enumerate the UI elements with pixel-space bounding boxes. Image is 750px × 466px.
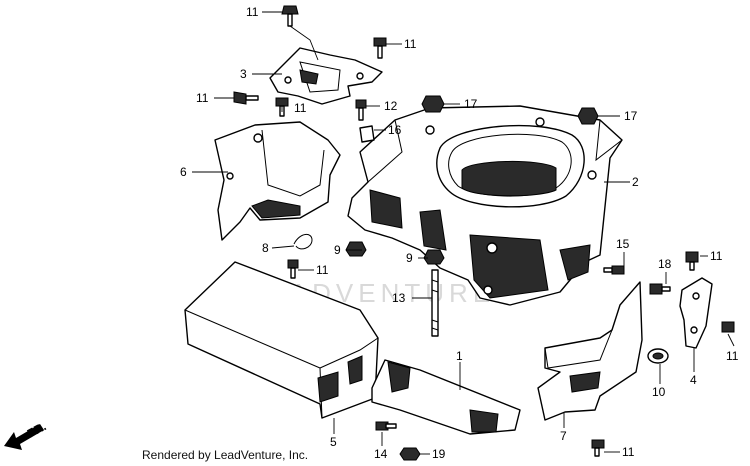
callout-17: 17 xyxy=(464,97,478,111)
nut-9-right xyxy=(423,249,445,265)
upper-bracket-part-3 xyxy=(269,47,383,105)
callout-11: 11 xyxy=(622,445,635,459)
front-direction-indicator: FR. xyxy=(4,419,48,450)
bolt-11-bottom-right xyxy=(591,439,605,457)
callout-19: 19 xyxy=(432,447,446,461)
callout-9: 9 xyxy=(406,251,413,265)
bolt-15 xyxy=(603,265,625,275)
bolt-11-right xyxy=(721,321,735,333)
callout-11: 11 xyxy=(196,91,209,105)
right-bracket-part-7 xyxy=(537,281,643,421)
callout-18: 18 xyxy=(658,257,672,271)
bolt-11-upper xyxy=(373,37,387,59)
nut-19 xyxy=(399,447,421,461)
callout-7: 7 xyxy=(560,429,567,443)
bolt-12 xyxy=(355,99,367,121)
nut-9-left xyxy=(345,241,367,257)
clip-8 xyxy=(293,234,313,250)
callout-4: 4 xyxy=(690,373,697,387)
bolt-11-lower-left xyxy=(287,259,299,279)
callout-11: 11 xyxy=(316,263,329,277)
bolt-11-top xyxy=(281,5,299,27)
callout-1: 1 xyxy=(456,349,463,363)
callout-8: 8 xyxy=(262,241,269,255)
callout-6: 6 xyxy=(180,165,187,179)
bolt-11-right-top xyxy=(685,251,699,271)
footer-credit: Rendered by LeadVenture, Inc. xyxy=(142,448,309,462)
stud-part-13 xyxy=(431,269,439,337)
callout-11: 11 xyxy=(246,5,259,19)
bolt-18 xyxy=(649,283,671,295)
direction-arrow-icon xyxy=(4,424,44,450)
grommet-part-10 xyxy=(647,348,669,364)
nut-17-left xyxy=(421,95,445,113)
leader-lines xyxy=(192,11,735,455)
callout-13: 13 xyxy=(392,291,406,305)
callout-12: 12 xyxy=(384,99,398,113)
lower-baffle-part-1 xyxy=(371,359,521,435)
callout-11: 11 xyxy=(726,349,739,363)
callout-2: 2 xyxy=(632,175,639,189)
callout-14: 14 xyxy=(374,447,388,461)
small-bracket-part-4 xyxy=(679,277,713,349)
blower-housing-part-2 xyxy=(347,105,623,306)
bolt-11-left xyxy=(233,91,259,105)
callout-labels: 11 11 3 11 11 12 17 17 16 6 2 8 9 9 11 1… xyxy=(180,5,739,461)
bolt-14 xyxy=(375,421,397,431)
left-shroud-part-6 xyxy=(214,121,341,241)
clip-16 xyxy=(359,125,375,143)
callout-9: 9 xyxy=(334,243,341,257)
callout-15: 15 xyxy=(616,237,630,251)
callout-10: 10 xyxy=(652,385,666,399)
callout-11: 11 xyxy=(294,101,307,115)
callout-5: 5 xyxy=(330,435,337,449)
callout-16: 16 xyxy=(388,123,402,137)
callout-3: 3 xyxy=(240,67,247,81)
callout-11: 11 xyxy=(710,249,723,263)
callout-11: 11 xyxy=(404,37,417,51)
callout-17: 17 xyxy=(624,109,638,123)
nut-17-right xyxy=(577,107,599,125)
